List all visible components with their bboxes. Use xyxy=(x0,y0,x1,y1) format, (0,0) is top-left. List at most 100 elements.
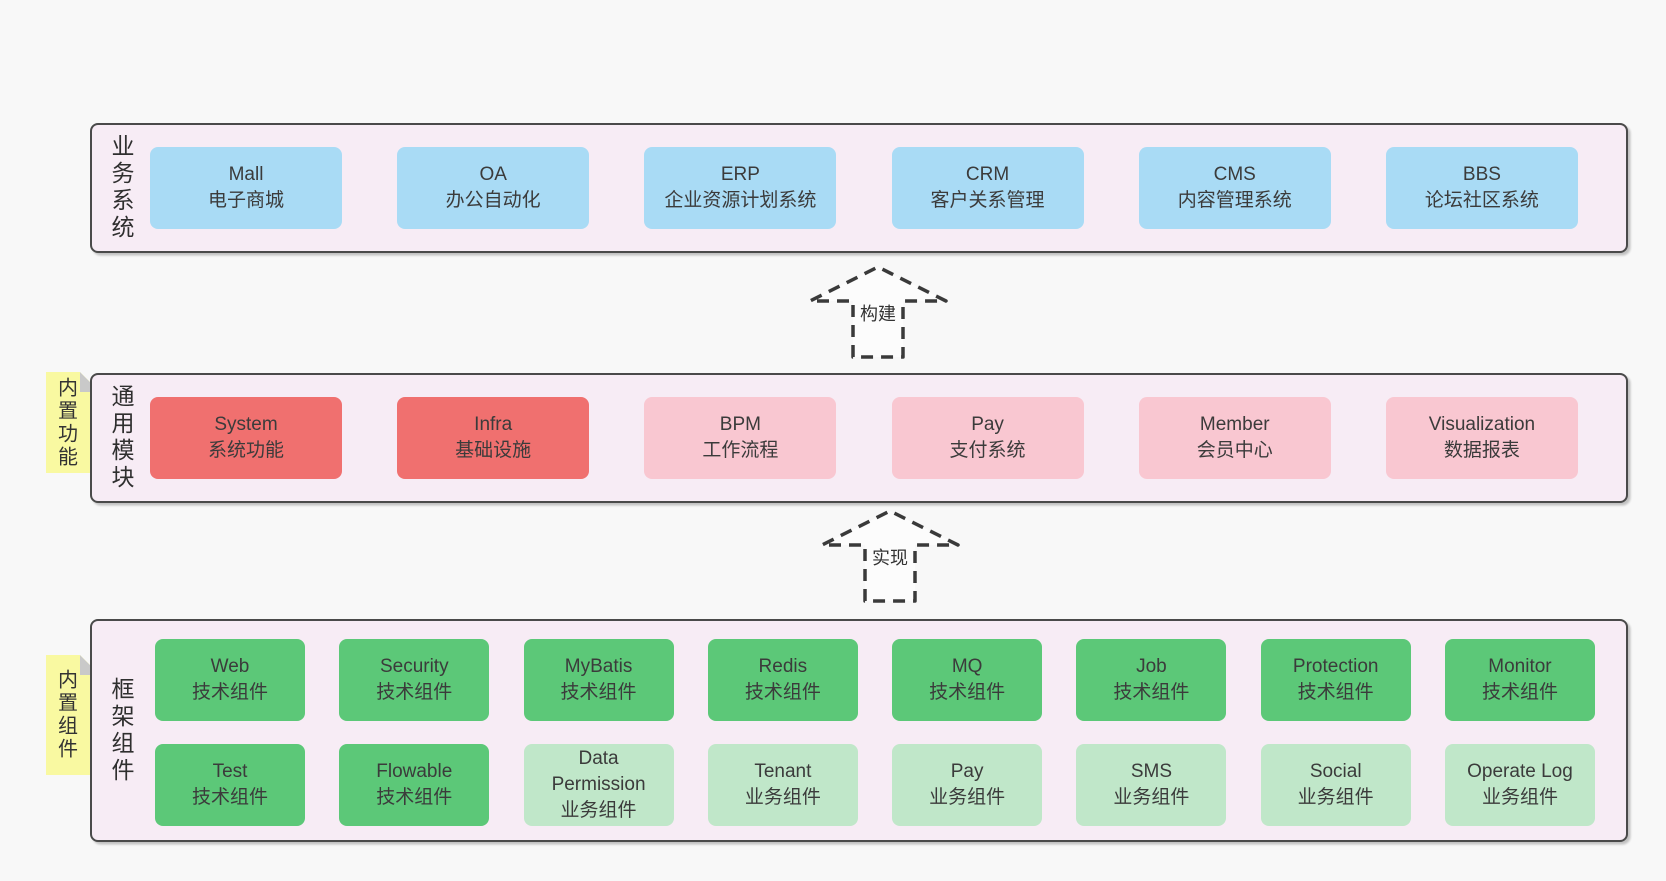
box-security: Security 技术组件 xyxy=(339,639,490,721)
box-title: Monitor xyxy=(1488,656,1552,677)
box-title: Pay xyxy=(950,761,984,782)
box-subtitle: 技术组件 xyxy=(376,682,453,703)
box-title: MyBatis xyxy=(564,656,633,677)
box-test: Test 技术组件 xyxy=(155,744,305,826)
arrow-up-build-icon: 构建 xyxy=(808,264,948,359)
box-infra: Infra 基础设施 xyxy=(397,397,590,479)
box-subtitle: 电子商城 xyxy=(207,190,284,211)
box-monitor: Monitor 技术组件 xyxy=(1444,639,1595,721)
box-title: CRM xyxy=(965,164,1010,185)
box-title: Social xyxy=(1309,761,1362,782)
box-social: Social 业务组件 xyxy=(1260,744,1411,826)
box-subtitle: 内容管理系统 xyxy=(1177,190,1292,211)
box-oa: OA 办公自动化 xyxy=(397,147,590,229)
box-subtitle: 业务组件 xyxy=(929,787,1006,808)
box-subtitle: 支付系统 xyxy=(949,440,1026,461)
box-title: Job xyxy=(1136,656,1167,677)
arrow-up-implement-icon: 实现 xyxy=(820,508,960,603)
box-subtitle: 会员中心 xyxy=(1196,440,1273,461)
box-title: Redis xyxy=(758,656,808,677)
box-title: Web xyxy=(210,656,250,677)
box-job: Job 技术组件 xyxy=(1076,639,1227,721)
box-bbs: BBS 论坛社区系统 xyxy=(1385,147,1578,229)
box-title: SMS xyxy=(1130,761,1172,782)
box-title: Flowable xyxy=(376,761,453,782)
box-subtitle: 业务组件 xyxy=(1113,787,1190,808)
box-protection: Protection 技术组件 xyxy=(1260,639,1411,721)
box-subtitle: 基础设施 xyxy=(455,440,532,461)
panel-common-modules: 通用模块 System 系统功能 Infra 基础设施 BPM 工作流程 Pay 支付系统 Me… xyxy=(90,373,1628,503)
box-title: Data Permission xyxy=(551,748,646,795)
box-subtitle: 技术组件 xyxy=(191,682,268,703)
box-bpm: BPM 工作流程 xyxy=(644,397,837,479)
box-subtitle: 论坛社区系统 xyxy=(1424,190,1539,211)
box-subtitle: 技术组件 xyxy=(560,682,637,703)
box-title: Infra xyxy=(474,414,513,435)
box-title: BBS xyxy=(1462,164,1501,185)
panel-side-label: 框架组件 xyxy=(108,676,134,785)
box-tenant: Tenant 业务组件 xyxy=(707,744,858,826)
box-subtitle: 技术组件 xyxy=(1481,682,1558,703)
box-title: Protection xyxy=(1292,656,1379,677)
box-subtitle: 技术组件 xyxy=(1297,682,1374,703)
box-system: System 系统功能 xyxy=(150,397,342,479)
box-redis: Redis 技术组件 xyxy=(707,639,858,721)
box-title: Security xyxy=(379,656,449,677)
box-title: System xyxy=(214,414,278,435)
box-subtitle: 技术组件 xyxy=(191,787,268,808)
panel-side-label: 通用模块 xyxy=(108,384,134,492)
box-subtitle: 业务组件 xyxy=(1297,787,1374,808)
box-subtitle: 企业资源计划系统 xyxy=(664,190,817,211)
box-title: Pay xyxy=(971,414,1004,435)
box-subtitle: 业务组件 xyxy=(560,800,637,821)
box-subtitle: 技术组件 xyxy=(376,787,453,808)
box-row: System 系统功能 Infra 基础设施 BPM 工作流程 Pay 支付系统 Member 会… xyxy=(150,397,1578,479)
box-subtitle: 工作流程 xyxy=(702,440,779,461)
box-member: Member 会员中心 xyxy=(1138,397,1331,479)
box-title: Visualization xyxy=(1428,414,1536,435)
box-subtitle: 业务组件 xyxy=(744,787,821,808)
box-title: MQ xyxy=(951,656,983,677)
box-subtitle: 技术组件 xyxy=(1113,682,1190,703)
box-cms: CMS 内容管理系统 xyxy=(1138,147,1331,229)
box-subtitle: 客户关系管理 xyxy=(930,190,1045,211)
box-flowable: Flowable 技术组件 xyxy=(339,744,490,826)
arrow-implement-label: 实现 xyxy=(869,544,911,570)
box-title: OA xyxy=(479,164,507,185)
panel-side-label: 业务系统 xyxy=(108,134,134,242)
sticky-note-label: 内置组件 xyxy=(54,669,77,761)
box-pay: Pay 业务组件 xyxy=(892,744,1043,826)
box-title: Member xyxy=(1199,414,1270,435)
box-subtitle: 系统功能 xyxy=(207,440,284,461)
box-crm: CRM 客户关系管理 xyxy=(891,147,1084,229)
common-modules-boxes: System 系统功能 Infra 基础设施 BPM 工作流程 Pay 支付系统 Member 会… xyxy=(150,375,1626,501)
box-visualization: Visualization 数据报表 xyxy=(1385,397,1578,479)
box-subtitle: 技术组件 xyxy=(744,682,821,703)
box-title: Test xyxy=(212,761,248,782)
box-mybatis: MyBatis 技术组件 xyxy=(523,639,674,721)
box-subtitle: 业务组件 xyxy=(1481,787,1558,808)
sticky-note-label: 内置功能 xyxy=(54,376,77,469)
box-data-permission: Data Permission 业务组件 xyxy=(523,744,674,826)
box-title: CMS xyxy=(1213,164,1256,185)
arrow-build-label: 构建 xyxy=(857,300,899,326)
box-title: BPM xyxy=(719,414,761,435)
box-title: Tenant xyxy=(754,761,812,782)
box-subtitle: 数据报表 xyxy=(1443,440,1520,461)
box-pay: Pay 支付系统 xyxy=(891,397,1084,479)
box-web: Web 技术组件 xyxy=(155,639,305,721)
box-subtitle: 技术组件 xyxy=(929,682,1006,703)
box-erp: ERP 企业资源计划系统 xyxy=(644,147,837,229)
box-subtitle: 办公自动化 xyxy=(445,190,541,211)
box-title: ERP xyxy=(720,164,760,185)
